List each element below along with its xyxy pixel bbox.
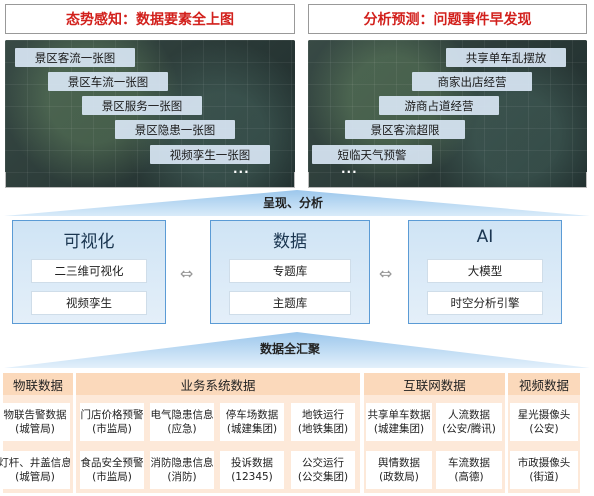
right-tag-2: 商家出店经营 [412, 72, 532, 91]
double-arrow-icon: ⇔ [180, 264, 194, 283]
left-ellipsis: ... [233, 162, 250, 176]
source-cell: 停车场数据(城建集团) [220, 403, 284, 441]
source-cell: 市政摄像头(街道) [510, 451, 578, 489]
right-tag-1: 共享单车乱摆放 [446, 48, 566, 67]
ai-item-1: 大模型 [427, 259, 543, 283]
business-data-header: 业务系统数据 [76, 373, 360, 395]
right-tag-3: 游商占道经营 [379, 96, 499, 115]
source-cell: 消防隐患信息(消防) [150, 451, 214, 489]
right-tag-4: 景区客流超限 [345, 120, 465, 139]
left-title: 态势感知：数据要素全上图 [5, 4, 295, 34]
visualization-item-1: 二三维可视化 [31, 259, 147, 283]
source-cell: 人流数据(公安/腾讯) [436, 403, 502, 441]
left-tag-5: 视频孪生一张图 [150, 145, 270, 164]
double-arrow-icon: ⇔ [379, 264, 393, 283]
video-data-header: 视频数据 [508, 373, 580, 395]
source-cell: 食品安全预警(市监局) [80, 451, 144, 489]
right-ellipsis: ... [341, 162, 358, 176]
data-title: 数据 [273, 232, 307, 252]
source-cell: 投诉数据(12345) [220, 451, 284, 489]
source-cell: 公交运行(公交集团) [291, 451, 355, 489]
iot-data-header: 物联数据 [3, 373, 73, 395]
left-bracket [5, 172, 295, 188]
ai-item-2: 时空分析引擎 [427, 291, 543, 315]
source-cell: 地铁运行(地铁集团) [291, 403, 355, 441]
data-box: 数据 专题库 主题库 [210, 220, 370, 324]
left-tag-2: 景区车流一张图 [48, 72, 168, 91]
gather-fan [4, 332, 590, 368]
visualization-title: 可视化 [63, 232, 115, 252]
right-tag-5: 短临天气预警 [312, 145, 432, 164]
visualization-box: 可视化 二三维可视化 视频孪生 [12, 220, 166, 324]
source-cell: 电气隐患信息(应急) [150, 403, 214, 441]
source-cell: 舆情数据(政数局) [366, 451, 432, 489]
left-tag-4: 景区隐患一张图 [115, 120, 235, 139]
source-cell: 共享单车数据(城建集团) [366, 403, 432, 441]
right-bracket [308, 172, 587, 188]
left-tag-3: 景区服务一张图 [82, 96, 202, 115]
internet-data-header: 互联网数据 [364, 373, 505, 395]
source-cell: 灯杆、井盖信息(城管局) [0, 451, 70, 489]
source-cell: 物联告警数据(城管局) [0, 403, 70, 441]
upward-fan [4, 190, 590, 216]
right-title: 分析预测：问题事件早发现 [308, 4, 587, 34]
gather-label: 数据全汇聚 [260, 342, 321, 356]
source-cell: 星光摄像头(公安) [510, 403, 578, 441]
ai-title: AI [476, 227, 494, 247]
ai-box: AI 大模型 时空分析引擎 [408, 220, 562, 324]
source-cell: 车流数据(高德) [436, 451, 502, 489]
source-cell: 门店价格预警(市监局) [80, 403, 144, 441]
data-item-2: 主题库 [229, 291, 351, 315]
visualization-item-2: 视频孪生 [31, 291, 147, 315]
data-item-1: 专题库 [229, 259, 351, 283]
present-label: 呈现、分析 [263, 196, 324, 210]
left-tag-1: 景区客流一张图 [15, 48, 135, 67]
